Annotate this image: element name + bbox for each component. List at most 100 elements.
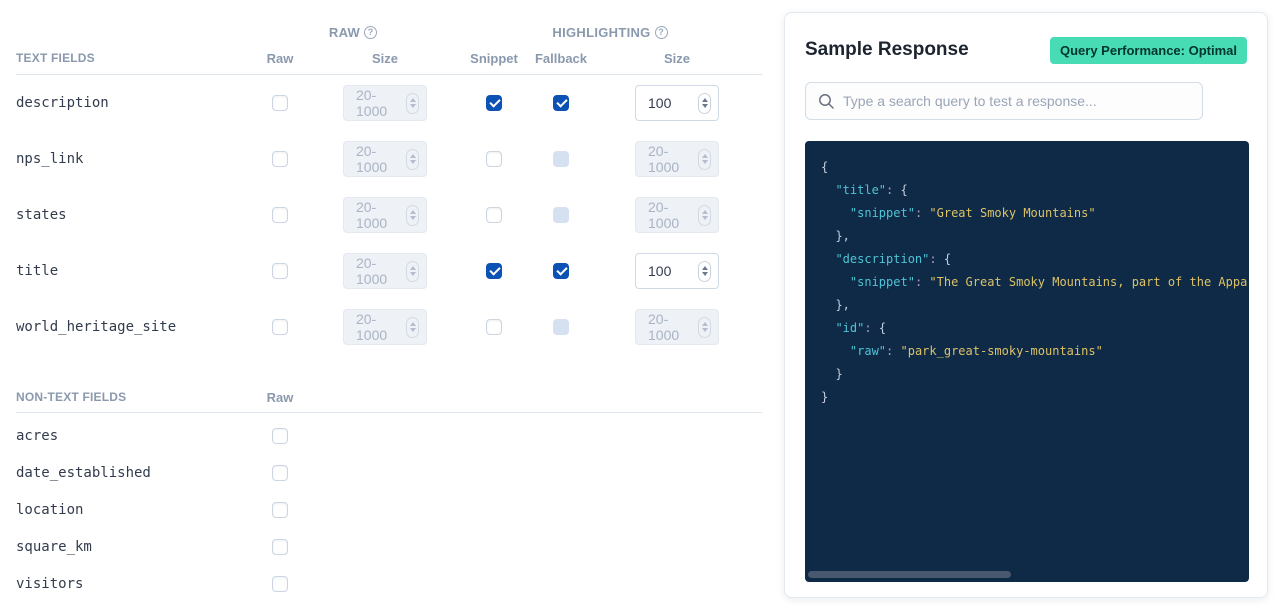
column-header-hl-size: Size bbox=[663, 50, 690, 66]
raw-checkbox[interactable] bbox=[272, 95, 288, 111]
number-input-value: 20-1000 bbox=[648, 143, 680, 175]
step-down-icon[interactable] bbox=[701, 160, 708, 164]
search-box[interactable] bbox=[805, 82, 1203, 120]
raw-checkbox[interactable] bbox=[272, 427, 288, 444]
number-stepper-icon[interactable] bbox=[406, 92, 419, 114]
step-down-icon[interactable] bbox=[701, 216, 708, 220]
step-up-icon[interactable] bbox=[409, 210, 416, 214]
field-name: square_km bbox=[16, 538, 92, 555]
fallback-checkbox[interactable] bbox=[553, 263, 569, 279]
snippet-checkbox[interactable] bbox=[486, 207, 502, 223]
fallback-checkbox[interactable] bbox=[553, 207, 569, 223]
fallback-checkbox[interactable] bbox=[553, 151, 569, 167]
horizontal-scrollbar[interactable] bbox=[808, 571, 1011, 578]
number-input-value: 20-1000 bbox=[356, 255, 388, 287]
highlighting-size-input[interactable]: 100 bbox=[635, 85, 719, 121]
query-performance-badge: Query Performance: Optimal bbox=[1050, 36, 1247, 64]
number-input-value: 100 bbox=[648, 95, 672, 111]
column-header-snippet: Snippet bbox=[470, 50, 518, 66]
snippet-checkbox[interactable] bbox=[486, 151, 502, 167]
snippet-checkbox[interactable] bbox=[486, 319, 502, 335]
step-down-icon[interactable] bbox=[409, 160, 416, 164]
step-down-icon[interactable] bbox=[701, 272, 708, 276]
step-up-icon[interactable] bbox=[409, 322, 416, 326]
raw-size-input[interactable]: 20-1000 bbox=[343, 141, 427, 177]
raw-checkbox[interactable] bbox=[272, 501, 288, 518]
field-name: nps_link bbox=[16, 151, 84, 167]
raw-group-header: RAW ? bbox=[248, 25, 458, 40]
raw-checkbox[interactable] bbox=[272, 151, 288, 167]
number-stepper-icon[interactable] bbox=[698, 316, 711, 338]
raw-checkbox[interactable] bbox=[272, 464, 288, 481]
column-header-raw-size: Size bbox=[371, 50, 398, 66]
number-stepper-icon[interactable] bbox=[698, 92, 711, 114]
highlighting-size-input[interactable]: 20-1000 bbox=[635, 197, 719, 233]
highlighting-group-header: HIGHLIGHTING ? bbox=[458, 25, 762, 40]
fallback-checkbox[interactable] bbox=[553, 95, 569, 111]
raw-checkbox[interactable] bbox=[272, 207, 288, 223]
number-stepper-icon[interactable] bbox=[406, 316, 419, 338]
raw-size-input[interactable]: 20-1000 bbox=[343, 309, 427, 345]
nontext-fields-header-row: NON-TEXT FIELDS Raw bbox=[0, 382, 762, 412]
highlighting-size-input[interactable]: 20-1000 bbox=[635, 309, 719, 345]
step-down-icon[interactable] bbox=[701, 104, 708, 108]
number-stepper-icon[interactable] bbox=[698, 204, 711, 226]
raw-size-input[interactable]: 20-1000 bbox=[343, 253, 427, 289]
raw-size-input[interactable]: 20-1000 bbox=[343, 85, 427, 121]
step-up-icon[interactable] bbox=[701, 210, 708, 214]
field-name: title bbox=[16, 263, 59, 279]
raw-checkbox[interactable] bbox=[272, 319, 288, 335]
step-down-icon[interactable] bbox=[409, 104, 416, 108]
step-down-icon[interactable] bbox=[701, 328, 708, 332]
highlighting-size-input[interactable]: 100 bbox=[635, 253, 719, 289]
divider bbox=[16, 412, 762, 413]
code-line: } bbox=[821, 367, 843, 381]
step-down-icon[interactable] bbox=[409, 272, 416, 276]
step-up-icon[interactable] bbox=[701, 266, 708, 270]
text-field-row-states: states 20-1000 20-1000 bbox=[0, 187, 762, 243]
step-up-icon[interactable] bbox=[409, 154, 416, 158]
step-down-icon[interactable] bbox=[409, 216, 416, 220]
step-up-icon[interactable] bbox=[409, 98, 416, 102]
snippet-checkbox[interactable] bbox=[486, 95, 502, 111]
raw-checkbox[interactable] bbox=[272, 538, 288, 555]
number-stepper-icon[interactable] bbox=[406, 260, 419, 282]
step-up-icon[interactable] bbox=[701, 154, 708, 158]
highlighting-size-input[interactable]: 20-1000 bbox=[635, 141, 719, 177]
step-down-icon[interactable] bbox=[409, 328, 416, 332]
column-header-raw: Raw bbox=[266, 50, 294, 66]
field-name: visitors bbox=[16, 575, 84, 592]
raw-size-input[interactable]: 20-1000 bbox=[343, 197, 427, 233]
search-query-input[interactable] bbox=[843, 93, 1190, 109]
step-up-icon[interactable] bbox=[409, 266, 416, 270]
text-field-row-title: title 20-1000 100 bbox=[0, 243, 762, 299]
text-fields-section-title: TEXT FIELDS bbox=[16, 51, 95, 65]
code-line: "description": { bbox=[835, 252, 952, 266]
code-line: "id": { bbox=[835, 321, 887, 335]
field-name: states bbox=[16, 207, 67, 223]
step-up-icon[interactable] bbox=[701, 98, 708, 102]
number-input-value: 20-1000 bbox=[356, 143, 388, 175]
field-name: location bbox=[16, 501, 84, 518]
sample-response-header: Sample Response Query Performance: Optim… bbox=[805, 35, 1247, 65]
nontext-field-row-square_km: square_km bbox=[0, 528, 762, 565]
field-name: date_established bbox=[16, 464, 151, 481]
number-stepper-icon[interactable] bbox=[698, 148, 711, 170]
snippet-checkbox[interactable] bbox=[486, 263, 502, 279]
raw-help-icon[interactable]: ? bbox=[364, 25, 378, 39]
raw-checkbox[interactable] bbox=[272, 575, 288, 592]
fallback-checkbox[interactable] bbox=[553, 319, 569, 335]
number-stepper-icon[interactable] bbox=[406, 204, 419, 226]
field-name: description bbox=[16, 95, 109, 111]
raw-group-label: RAW bbox=[328, 24, 361, 40]
nontext-field-row-acres: acres bbox=[0, 417, 762, 454]
number-stepper-icon[interactable] bbox=[406, 148, 419, 170]
number-stepper-icon[interactable] bbox=[698, 260, 711, 282]
highlighting-help-icon[interactable]: ? bbox=[654, 25, 668, 39]
step-up-icon[interactable] bbox=[701, 322, 708, 326]
response-code-block: { "title": { "snippet": "Great Smoky Mou… bbox=[805, 141, 1249, 582]
raw-checkbox[interactable] bbox=[272, 263, 288, 279]
number-input-value: 100 bbox=[648, 263, 672, 279]
code-line: }, bbox=[821, 298, 850, 312]
